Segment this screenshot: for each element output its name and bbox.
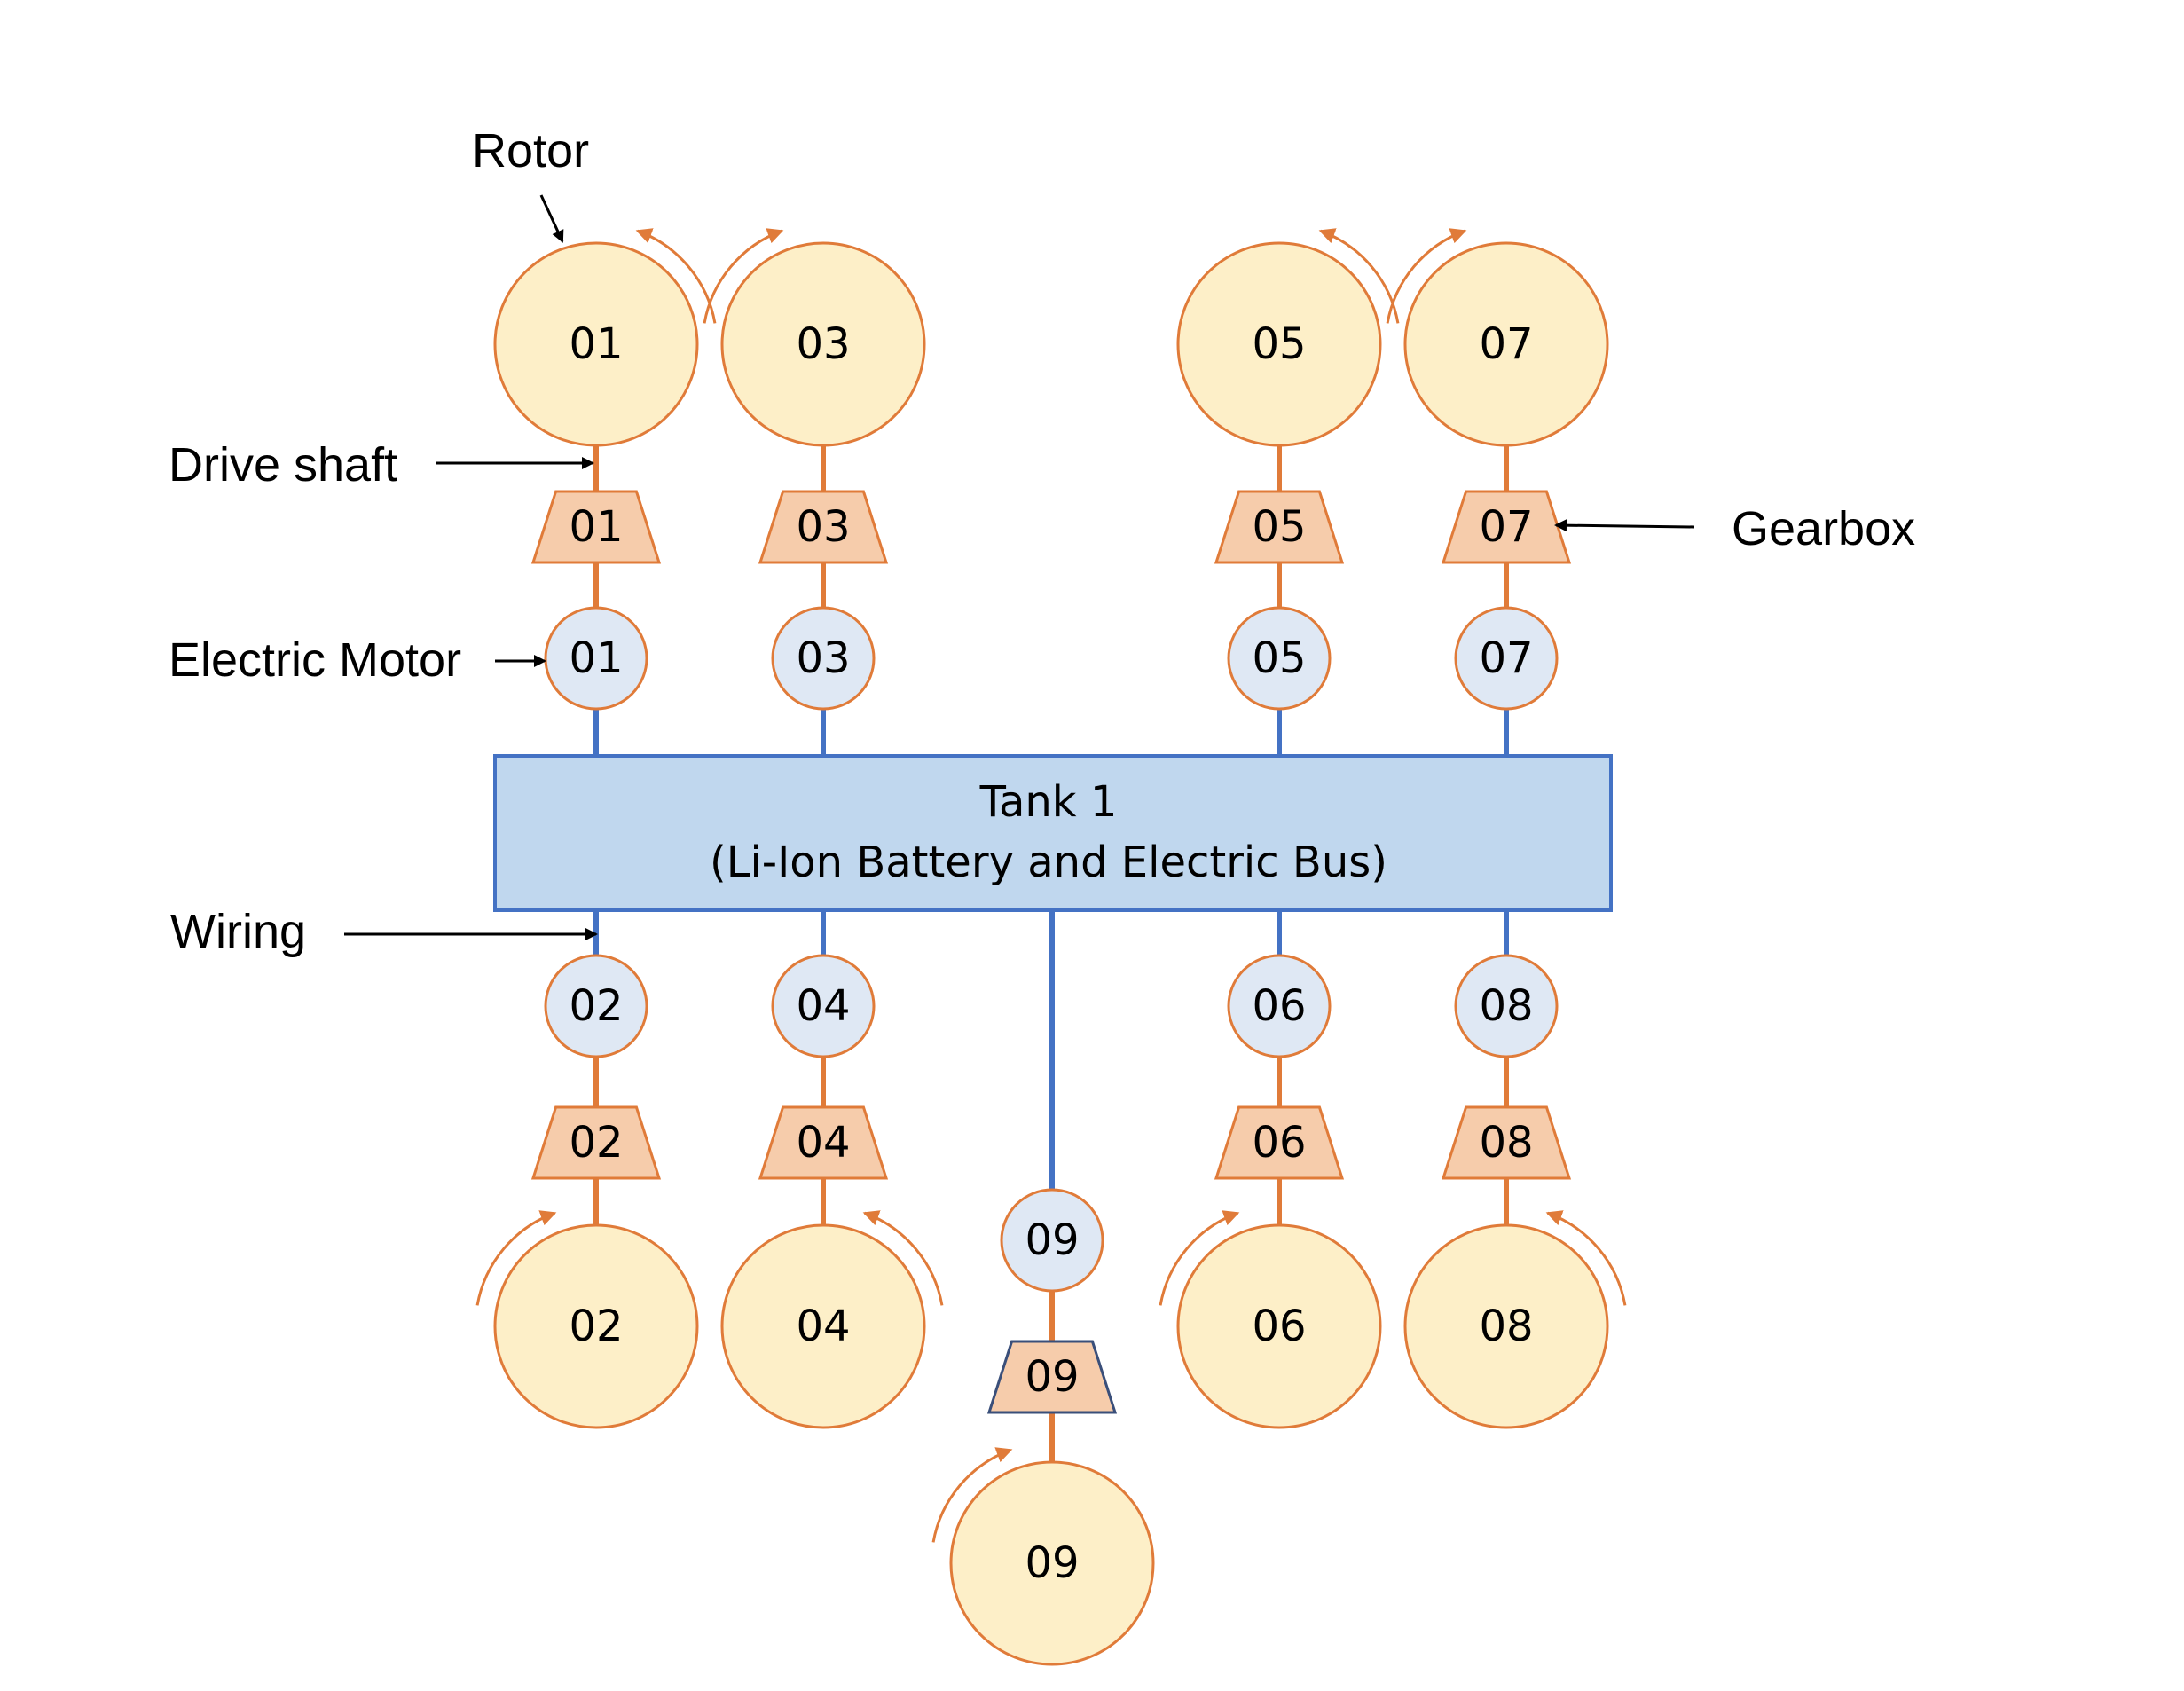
tank-title: Tank 1 [979, 777, 1118, 827]
rotor-label-07: 07 [1479, 319, 1533, 369]
rotation-arrow-05 [1318, 228, 1400, 324]
motor-label-09: 09 [1025, 1215, 1079, 1265]
rotor-label-09: 09 [1025, 1538, 1079, 1588]
motor-label-07: 07 [1479, 633, 1533, 683]
rotor-callout-label: Rotor [472, 124, 589, 177]
gearbox-callout-arrow [1554, 519, 1695, 532]
rotor-label-06: 06 [1252, 1302, 1306, 1351]
rotor-09 [949, 1460, 1155, 1666]
motor-label-08: 08 [1479, 981, 1533, 1031]
gearbox-label-07: 07 [1479, 502, 1533, 552]
gearbox-01 [530, 490, 662, 564]
motor-05 [1227, 606, 1332, 711]
rotor-label-04: 04 [796, 1302, 850, 1351]
rotation-arrow-08 [1545, 1210, 1627, 1306]
gearbox-02 [530, 1105, 662, 1180]
rotation-arrows-layer [475, 228, 1627, 1543]
motor-label-06: 06 [1252, 981, 1306, 1031]
rotor-label-03: 03 [796, 319, 850, 369]
motor-label-04: 04 [796, 981, 850, 1031]
motor-label-05: 05 [1252, 633, 1306, 683]
rotation-arrow-06 [1159, 1210, 1240, 1306]
motor-label-03: 03 [796, 633, 850, 683]
gearbox-03 [758, 490, 889, 564]
rotor-01 [493, 241, 699, 447]
gearbox-08 [1441, 1105, 1572, 1180]
gearbox-label-02: 02 [569, 1118, 623, 1168]
motor-03 [771, 606, 876, 711]
tank-1: Tank 1 (Li-Ion Battery and Electric Bus) [493, 754, 1613, 912]
gearbox-05 [1214, 490, 1345, 564]
motor-04 [771, 954, 876, 1058]
wiring-layer [593, 709, 1509, 1190]
rotor-label-08: 08 [1479, 1302, 1533, 1351]
gearbox-label-04: 04 [796, 1118, 850, 1168]
motor-06 [1227, 954, 1332, 1058]
drive-shaft-callout-label: Drive shaft [169, 438, 397, 492]
motor-02 [544, 954, 648, 1058]
components-layer: 01 01 01 02 02 02 03 03 03 04 04 04 05 05 05 06 06 06 07 07… [493, 241, 1609, 1666]
gearbox-callout-label: Gearbox [1732, 502, 1915, 555]
rotation-arrow-02 [475, 1210, 557, 1306]
rotation-arrow-07 [1386, 228, 1467, 324]
motor-07 [1454, 606, 1559, 711]
rotor-06 [1176, 1223, 1382, 1429]
gearbox-label-03: 03 [796, 502, 850, 552]
wiring-callout-label: Wiring [170, 905, 306, 958]
rotation-arrow-03 [703, 228, 784, 324]
gearbox-07 [1441, 490, 1572, 564]
callouts: Rotor Drive shaft Gearbox Electric Motor… [169, 124, 1915, 958]
rotor-label-02: 02 [569, 1302, 623, 1351]
rotation-arrow-01 [635, 228, 717, 324]
gearbox-04 [758, 1105, 889, 1180]
gearbox-09 [986, 1340, 1118, 1414]
rotor-08 [1403, 1223, 1609, 1429]
gearbox-label-06: 06 [1252, 1118, 1306, 1168]
tank-box [493, 754, 1613, 912]
rotor-callout-arrow [539, 194, 564, 243]
rotor-07 [1403, 241, 1609, 447]
gearbox-label-09: 09 [1025, 1352, 1079, 1402]
rotor-label-05: 05 [1252, 319, 1306, 369]
motor-09 [1000, 1188, 1104, 1293]
rotor-02 [493, 1223, 699, 1429]
gearbox-label-08: 08 [1479, 1118, 1533, 1168]
gearbox-label-05: 05 [1252, 502, 1306, 552]
rotor-label-01: 01 [569, 319, 623, 369]
gearbox-label-01: 01 [569, 502, 623, 552]
motor-label-01: 01 [569, 633, 623, 683]
rotor-05 [1176, 241, 1382, 447]
rotation-arrow-04 [862, 1210, 944, 1306]
electric-motor-callout-label: Electric Motor [169, 633, 461, 687]
rotor-03 [720, 241, 926, 447]
rotor-04 [720, 1223, 926, 1429]
motor-label-02: 02 [569, 981, 623, 1031]
rotation-arrow-09 [931, 1447, 1013, 1543]
gearbox-06 [1214, 1105, 1345, 1180]
tank-subtitle: (Li-Ion Battery and Electric Bus) [710, 838, 1387, 887]
motor-08 [1454, 954, 1559, 1058]
